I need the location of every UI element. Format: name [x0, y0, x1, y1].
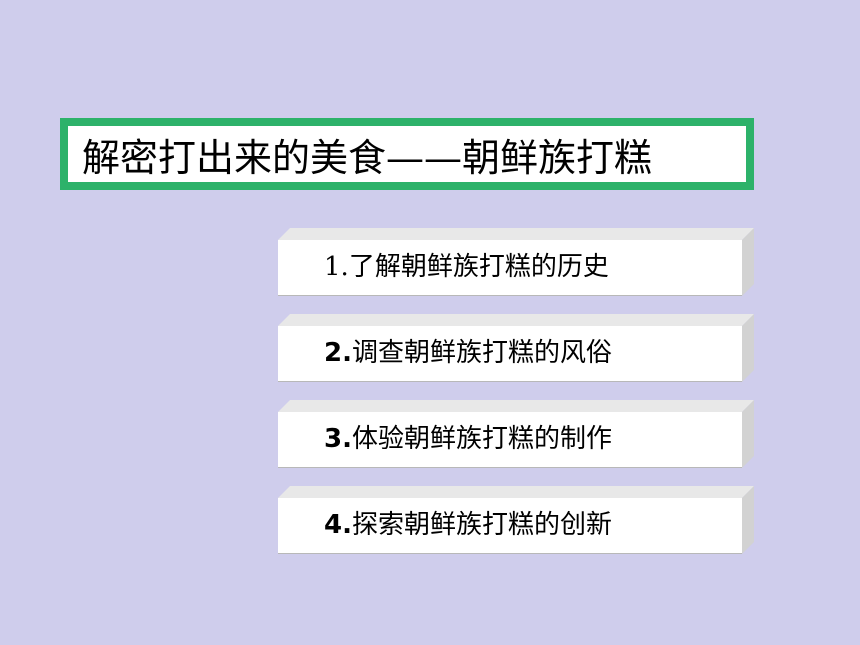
item-2-text: 调查朝鲜族打糕的风俗: [351, 338, 612, 368]
title-inner: 解密打出来的美食——朝鲜族打糕: [66, 124, 748, 184]
item-1[interactable]: 1.了解朝鲜族打糕的历史: [278, 228, 754, 296]
item-3-shape: [278, 400, 754, 468]
item-2-label: 2.调查朝鲜族打糕的风俗: [324, 328, 612, 378]
item-3[interactable]: 3.体验朝鲜族打糕的制作: [278, 400, 754, 468]
item-3-number: 3.: [324, 424, 352, 454]
item-4-number: 4.: [324, 510, 352, 540]
slide-title: 解密打出来的美食——朝鲜族打糕: [82, 135, 653, 180]
item-2[interactable]: 2.调查朝鲜族打糕的风俗: [278, 314, 754, 382]
item-4-shape: [278, 486, 754, 554]
item-2-number: 2.: [324, 338, 352, 368]
title-box: 解密打出来的美食——朝鲜族打糕: [60, 118, 754, 190]
item-1-text: 了解朝鲜族打糕的历史: [348, 252, 609, 282]
item-4[interactable]: 4.探索朝鲜族打糕的创新: [278, 486, 754, 554]
item-1-number: 1.: [324, 252, 349, 282]
item-3-label: 3.体验朝鲜族打糕的制作: [324, 414, 612, 464]
item-1-label: 1.了解朝鲜族打糕的历史: [324, 242, 609, 292]
item-4-text: 探索朝鲜族打糕的创新: [351, 510, 612, 540]
item-2-shape: [278, 314, 754, 382]
item-4-label: 4.探索朝鲜族打糕的创新: [324, 500, 612, 550]
item-1-shape: [278, 228, 754, 296]
item-3-text: 体验朝鲜族打糕的制作: [351, 424, 612, 454]
